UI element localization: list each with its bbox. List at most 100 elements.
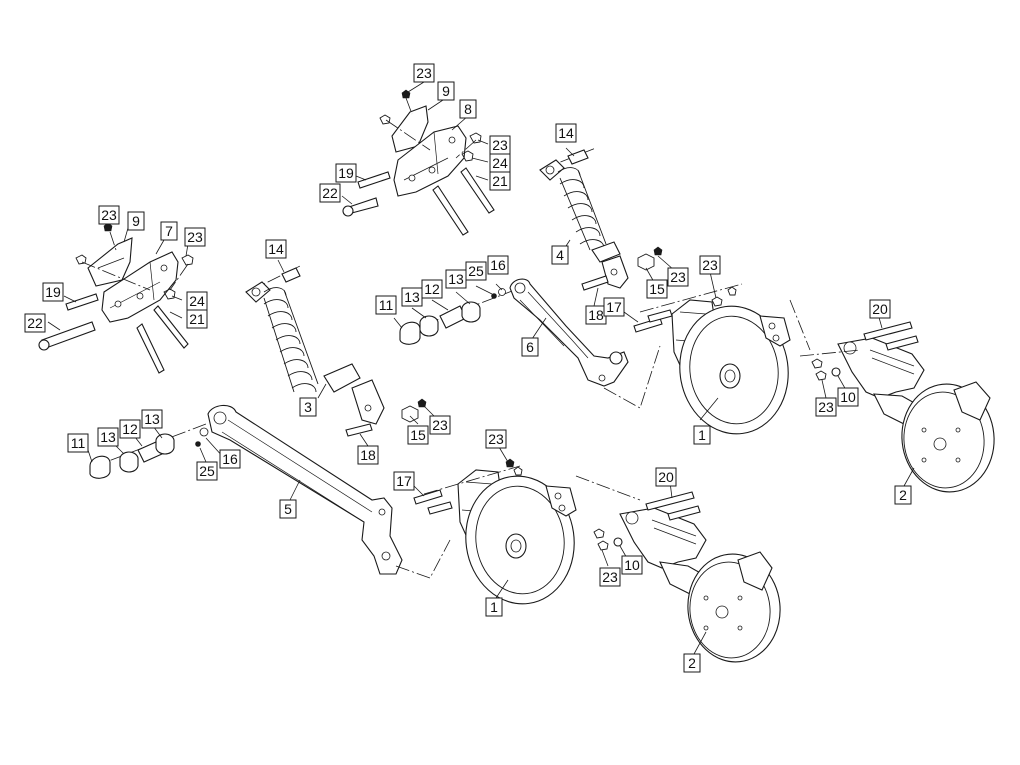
callout-20-b: 20 (655, 467, 677, 487)
callout-22-b: 22 (319, 183, 341, 203)
washer-24-top (461, 150, 474, 162)
callout-number: 1 (698, 427, 706, 443)
callout-14-b: 14 (555, 123, 577, 143)
callout-18-b: 18 (585, 305, 607, 325)
callout-number: 1 (490, 599, 498, 615)
callout-box (683, 653, 701, 673)
callout-number: 11 (379, 297, 394, 313)
callout-10-a: 10 (837, 387, 859, 407)
callout-2-b: 2 (683, 653, 701, 673)
callout-11-a: 11 (375, 295, 397, 315)
callout-21-b: 21 (489, 171, 511, 191)
callout-box (667, 267, 689, 287)
bolt-17-left (413, 489, 443, 505)
callout-number: 18 (588, 307, 604, 323)
callout-number: 10 (840, 389, 856, 405)
callout-box (487, 255, 509, 275)
bolt-19-top (357, 171, 391, 189)
callout-16-a: 16 (487, 255, 509, 275)
callout-number: 3 (304, 399, 312, 415)
nut-23-gauge-left-a (593, 528, 605, 539)
callout-23-f: 23 (667, 267, 689, 287)
callout-number: 2 (899, 487, 907, 503)
spring-clevis-left (351, 379, 385, 425)
callout-number: 22 (322, 185, 338, 201)
callout-24-b: 24 (489, 153, 511, 173)
callout-number: 19 (45, 284, 61, 300)
washer-16-right (498, 288, 506, 296)
callout-number: 13 (100, 429, 116, 445)
callout-box (219, 449, 241, 469)
gauge-scraper-right (953, 381, 991, 421)
callout-box (335, 163, 357, 183)
callout-box (196, 461, 218, 481)
washer-24-left (163, 288, 176, 300)
scraper-left (545, 485, 577, 517)
callout-13-d: 13 (141, 409, 163, 429)
sleeve-13-right-b (461, 301, 481, 323)
callout-number: 20 (658, 469, 674, 485)
callout-box (837, 387, 859, 407)
callout-number: 25 (468, 263, 484, 279)
washer-10-right (831, 367, 841, 377)
callout-8: 8 (459, 99, 477, 119)
callout-number: 23 (818, 399, 834, 415)
callout-box (555, 123, 577, 143)
callout-box (319, 183, 341, 203)
callout-box (465, 261, 487, 281)
callout-23-i: 23 (485, 429, 507, 449)
callout-1-a: 1 (693, 425, 711, 445)
gauge-wheel-left (593, 491, 781, 663)
callout-number: 12 (122, 421, 138, 437)
callout-box (375, 295, 397, 315)
callout-15-b: 15 (646, 279, 668, 299)
callout-16-b: 16 (219, 449, 241, 469)
callout-13-c: 13 (97, 427, 119, 447)
callout-23-g: 23 (699, 255, 721, 275)
callout-box (521, 337, 539, 357)
callout-3: 3 (299, 397, 317, 417)
callout-box (421, 279, 443, 299)
bolt-20-left (645, 491, 695, 511)
callout-17-a: 17 (603, 297, 625, 317)
callout-number: 11 (71, 435, 86, 451)
callout-box (141, 409, 163, 429)
callout-number: 9 (132, 213, 140, 229)
bushing-11-right (399, 321, 421, 345)
bolt-21-left (153, 305, 189, 349)
callout-box (429, 415, 451, 435)
callout-25-b: 25 (196, 461, 218, 481)
pin-14-right (567, 149, 589, 165)
callout-number: 16 (490, 257, 506, 273)
callout-number: 14 (558, 125, 574, 141)
callout-box (459, 99, 477, 119)
bolt-21-top (460, 167, 495, 214)
callout-box (489, 171, 511, 191)
callout-box (646, 279, 668, 299)
callout-12-b: 12 (119, 419, 141, 439)
callout-number: 22 (27, 315, 43, 331)
callout-13-b: 13 (445, 269, 467, 289)
gauge-hub-left (715, 605, 729, 619)
callout-13-a: 13 (401, 287, 423, 307)
callout-number: 19 (338, 165, 354, 181)
bushing-15-left (401, 405, 419, 423)
callout-1-b: 1 (485, 597, 503, 617)
callout-number: 23 (492, 137, 508, 153)
nut-23-spring-right (653, 246, 663, 256)
callout-number: 12 (424, 281, 440, 297)
bracket-assembly-top (342, 89, 495, 236)
callout-number: 23 (432, 417, 448, 433)
bolt-long-top (432, 185, 469, 236)
arm-5 (89, 404, 451, 579)
spring-rod-left (323, 363, 361, 393)
callout-9-b: 9 (437, 81, 455, 101)
callout-number: 17 (606, 299, 622, 315)
callout-23-j: 23 (599, 567, 621, 587)
callout-23-b: 23 (184, 227, 206, 247)
callout-22-a: 22 (24, 313, 46, 333)
callout-9-a: 9 (127, 211, 145, 231)
